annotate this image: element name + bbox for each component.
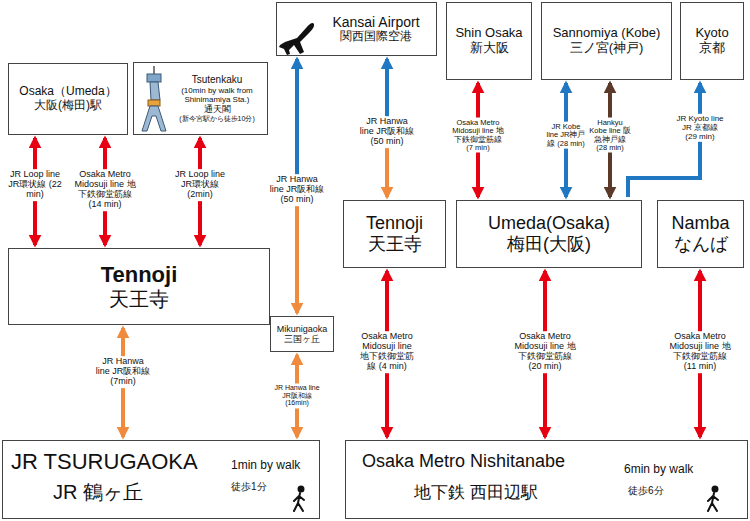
tower-deck — [147, 74, 161, 82]
route-arrow — [385, 271, 389, 437]
station-name: Namba — [671, 213, 729, 234]
walker-head — [713, 487, 718, 492]
station-detail: 天王寺 — [368, 234, 422, 255]
line-label: Osaka Metro Midosuji line 地下鉄御堂筋線 (20 mi… — [510, 331, 580, 373]
tower-body — [150, 82, 160, 100]
line-label: JR Hanwa line JR阪和線 (50 min) — [267, 174, 327, 206]
tower-legs — [142, 106, 166, 131]
line-label: Osaka Metro Midosuji line 地下鉄御堂筋線 (4 min… — [356, 331, 418, 373]
station-detail: 大阪(梅田)駅 — [34, 99, 102, 113]
station-name: Kansai Airport — [332, 14, 419, 30]
station-box: Nambaなんば — [657, 200, 744, 268]
route-arrow — [608, 83, 612, 197]
station-box: Osaka（Umeda）大阪(梅田)駅 — [8, 63, 128, 135]
line-label: JR Kobe line JR神戸線 (28 min) — [544, 122, 588, 149]
line-label: Osaka Metro Midosuji line 地下鉄御堂筋線 (11 mi… — [668, 331, 732, 373]
station-name: Sannomiya (Kobe) — [553, 26, 661, 41]
tower-sign — [148, 100, 160, 106]
station-detail: 梅田(大阪) — [507, 234, 591, 255]
route-arrow — [543, 271, 547, 437]
line-label: JR Loop line JR環状線 (22 min) — [5, 169, 65, 201]
station-box: Tennoji天王寺 — [343, 200, 446, 268]
station-name: JR TSURUGAOKA — [11, 449, 198, 474]
station-detail: (新今宮駅から徒歩10分) — [179, 115, 254, 123]
line-label: JR Hanwa line JR阪和線 (50 min) — [357, 116, 417, 148]
station-name: Kyoto — [695, 26, 728, 41]
walker-body — [708, 493, 718, 511]
station-detail: 天王寺 — [109, 288, 169, 311]
station-detail: 徒歩6分 — [628, 485, 664, 497]
station-detail: 地下鉄 西田辺駅 — [414, 483, 538, 503]
station-name: Tsutenkaku — [192, 74, 243, 86]
line-label: JR Kyoto line JR 京都線 (29 min) — [675, 114, 725, 142]
station-detail: 6min by walk — [624, 463, 693, 477]
line-label: Osaka Metro Midosuji line 地下鉄御堂筋線 (7 min… — [449, 118, 507, 153]
station-name: Osaka（Umeda） — [19, 85, 116, 99]
station-box: Shin Osaka新大阪 — [446, 2, 532, 80]
station-detail: 新大阪 — [470, 41, 509, 56]
station-box: JR TSURUGAOKA JR 鶴ヶ丘 1min by walk 徒歩1分 — [2, 440, 320, 519]
station-detail: 関西国際空港 — [340, 30, 412, 44]
station-name: Osaka Metro Nishitanabe — [362, 451, 565, 472]
route-arrow — [103, 138, 107, 245]
station-box: Kansai Airport関西国際空港 — [276, 2, 437, 56]
station-name: Shin Osaka — [455, 26, 522, 41]
station-box: Umeda(Osaka)梅田(大阪) — [456, 200, 642, 268]
station-detail: 三ノ宮(神戸) — [570, 41, 644, 56]
route-arrow — [698, 271, 702, 437]
route-arrow — [33, 138, 37, 245]
line-label: JR Loop line JR環状線 (2min) — [170, 169, 230, 201]
route-arrow — [295, 355, 299, 437]
station-box: Kyoto京都 — [680, 2, 744, 80]
station-box: Tsutenkaku(10min by walk from Shinimamiy… — [133, 62, 268, 135]
tower-icon — [142, 66, 166, 131]
walker-icon — [708, 487, 718, 512]
walker-body — [294, 493, 304, 511]
tower-spire — [153, 66, 155, 74]
line-label: Osaka Metro Midosuji line 地下鉄御堂筋線 (14 mi… — [73, 169, 137, 211]
route-arrow — [295, 59, 299, 313]
station-detail: (10min by walk from Shinimamiya Sta.) — [170, 86, 264, 104]
route-arrow — [198, 138, 202, 245]
station-name: Umeda(Osaka) — [488, 213, 610, 234]
route-arrow — [385, 59, 389, 197]
walker-icon — [294, 487, 304, 512]
station-box: Tennoji天王寺 — [8, 248, 270, 325]
walker-head — [299, 487, 304, 492]
station-detail: JR 鶴ヶ丘 — [53, 481, 143, 504]
station-box: Osaka Metro Nishitanabe 地下鉄 西田辺駅 6min by w… — [345, 440, 748, 519]
station-box: Sannomiya (Kobe)三ノ宮(神戸) — [541, 2, 672, 80]
route-arrow — [628, 83, 700, 197]
station-box: Mikunigaoka三国ヶ丘 — [270, 316, 334, 352]
station-detail: 通天閣 — [204, 104, 231, 114]
station-name: Tennoji — [366, 213, 423, 234]
station-name: Tennoji — [101, 262, 178, 287]
station-detail: 三国ヶ丘 — [284, 334, 320, 344]
line-label: Hankyu Kobe line 阪急神戸線 (28 min) — [588, 118, 632, 153]
airplane-icon — [279, 23, 314, 55]
line-label: JR Hanwa line JR阪和線 (7min) — [93, 356, 153, 388]
station-detail: なんば — [674, 234, 728, 255]
route-arrow — [476, 83, 480, 197]
station-detail: 京都 — [699, 41, 725, 56]
line-label: JR Hanwa line JR阪和線 (16min) — [273, 383, 321, 408]
airplane-shape — [279, 23, 314, 55]
route-arrow — [121, 328, 125, 437]
station-name: Mikunigaoka — [277, 324, 328, 334]
station-detail: 1min by walk — [231, 459, 300, 473]
station-detail: 徒歩1分 — [231, 481, 267, 493]
route-arrow — [564, 83, 568, 197]
